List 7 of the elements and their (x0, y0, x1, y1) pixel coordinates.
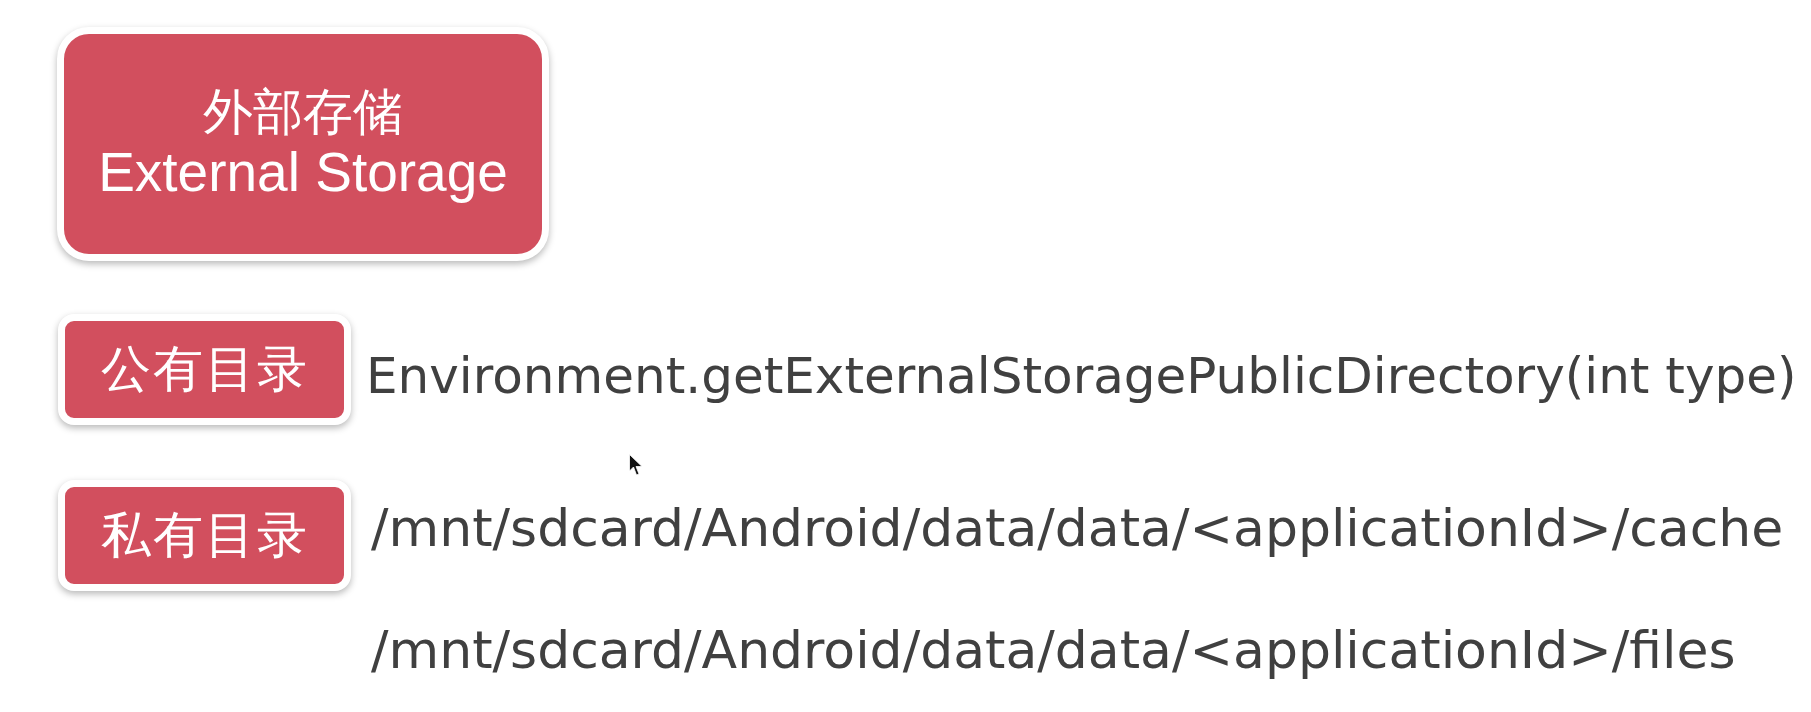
title-text: 外部存储 (203, 83, 403, 142)
directory-path: /mnt/sdcard/Android/data/data/<applicationId>/cache (371, 496, 1784, 560)
category-label: 公有目录 (100, 340, 309, 399)
method-signature: Environment.getExternalStoragePublicDirectory(int type) (366, 346, 1797, 406)
directory-path: /mnt/sdcard/Android/data/data/<applicationId>/files (371, 618, 1736, 682)
category-label: 私有目录 (100, 506, 309, 565)
title-translation: External Storage (98, 141, 508, 205)
